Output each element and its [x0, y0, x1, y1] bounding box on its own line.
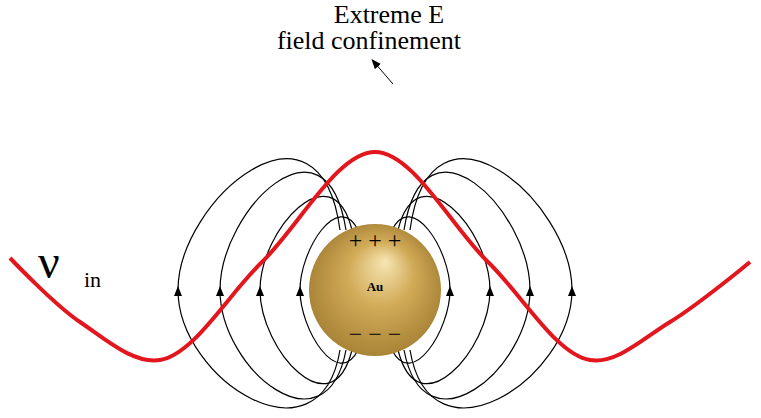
annotation-text: Extreme E field confinement — [272, 2, 466, 54]
subscript-text: in — [84, 268, 101, 292]
light-wave — [10, 152, 750, 360]
material-label: Au — [367, 279, 384, 295]
gold-nanoparticle: + + + Au − − − — [308, 223, 442, 357]
pointer-arrow — [374, 62, 393, 84]
charge-signs: − − − — [349, 321, 402, 347]
frequency-symbol: ν — [38, 236, 60, 288]
gold-sphere — [309, 224, 441, 356]
charge-signs: + + + — [349, 227, 402, 253]
